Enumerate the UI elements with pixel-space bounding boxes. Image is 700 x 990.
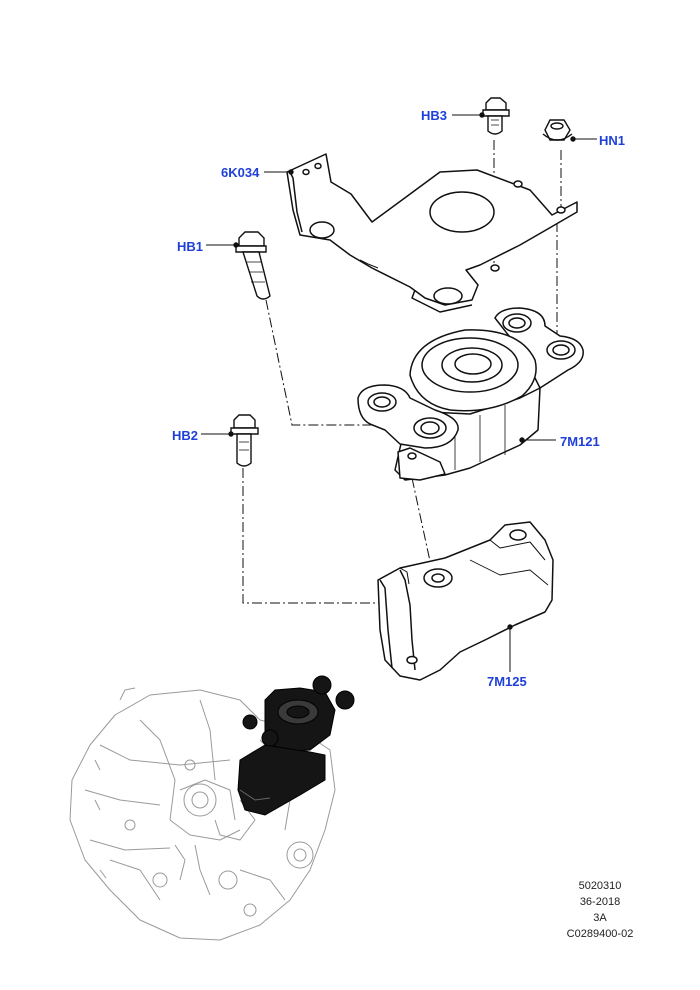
- callout-7m125: 7M125: [487, 674, 527, 689]
- engine-mount-7m121-icon: [357, 307, 584, 481]
- transmission-assembly-icon: [69, 687, 336, 941]
- reference-block: 5020310 36-2018 3A C0289400-02: [545, 878, 655, 942]
- callout-hn1: HN1: [599, 133, 626, 148]
- nut-hn1-icon: [542, 119, 573, 141]
- callout-7m121: 7M121: [560, 434, 600, 449]
- callout-hb3: HB3: [421, 108, 448, 123]
- callout-hb1: HB1: [177, 239, 204, 254]
- bracket-6k034-icon: [286, 153, 578, 313]
- bolt-hb2-icon: [230, 414, 259, 467]
- bolt-hb1-icon: [235, 231, 271, 300]
- reference-line-4: C0289400-02: [566, 928, 634, 940]
- callout-hb2: HB2: [172, 428, 199, 443]
- callout-6k034: 6K034: [221, 165, 260, 180]
- leader-lines: [201, 112, 597, 672]
- highlighted-mount-icon: [237, 675, 355, 816]
- bracket-7m125-icon: [377, 521, 554, 681]
- reference-line-3: 3A: [593, 912, 607, 924]
- reference-line-1: 5020310: [578, 880, 622, 892]
- reference-line-2: 36-2018: [579, 896, 621, 908]
- bolt-hb3-icon: [482, 97, 510, 135]
